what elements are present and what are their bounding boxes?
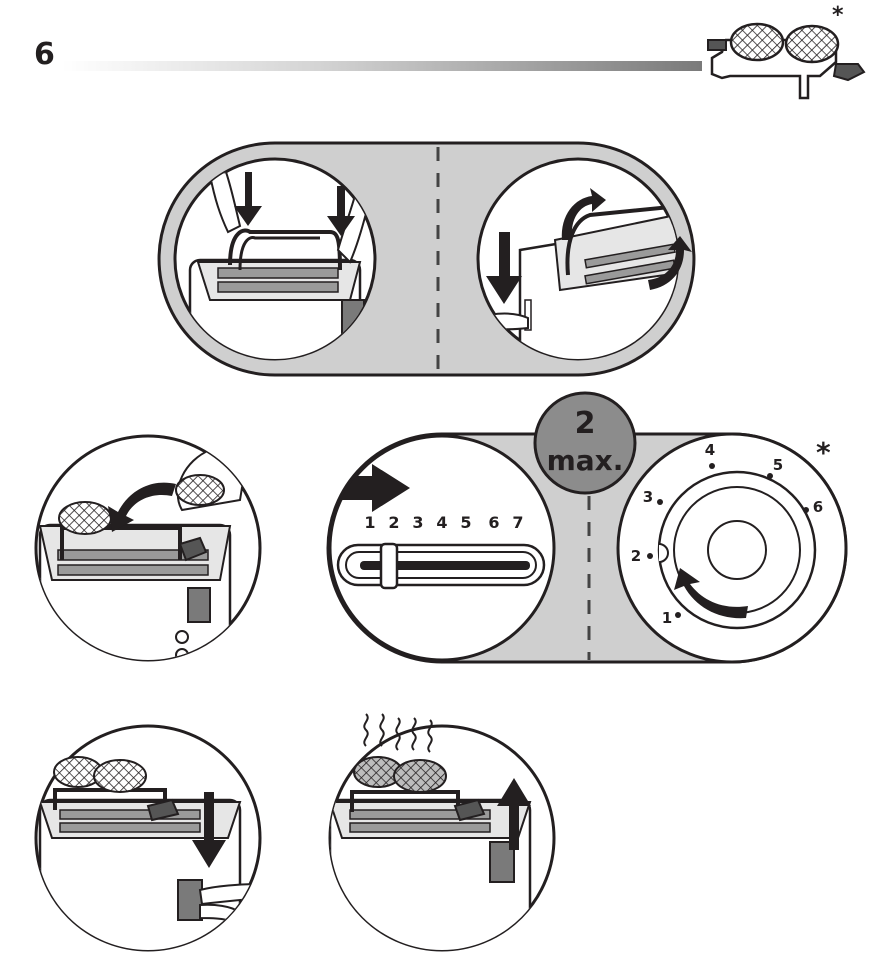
svg-text:2: 2	[388, 513, 399, 532]
browning-slider-knob[interactable]	[381, 544, 397, 588]
svg-text:6: 6	[813, 498, 823, 516]
bun-warmer-accessory-icon	[708, 24, 864, 98]
svg-text:3: 3	[412, 513, 423, 532]
step-toast-ready	[330, 714, 554, 970]
dial-asterisk: *	[816, 436, 831, 469]
accessory-asterisk: *	[832, 3, 844, 28]
svg-text:1: 1	[364, 513, 375, 532]
svg-text:3: 3	[643, 488, 653, 506]
svg-text:6: 6	[488, 513, 499, 532]
max-browning-badge: 2 max.	[535, 393, 635, 493]
step-dial-browning-control: 1 2 3 4 5 6	[618, 434, 846, 662]
step-place-buns	[36, 436, 260, 685]
step-press-lever-down	[36, 726, 262, 970]
svg-text:7: 7	[512, 513, 523, 532]
svg-text:4: 4	[436, 513, 447, 532]
svg-text:2: 2	[631, 547, 641, 565]
max-number: 2	[575, 406, 596, 441]
browning-dial-center	[708, 521, 766, 579]
svg-text:1: 1	[662, 609, 672, 627]
step-slider-browning-control: 1 2 3 4 5 6 7	[330, 436, 554, 660]
svg-text:5: 5	[460, 513, 471, 532]
svg-text:4: 4	[705, 441, 715, 459]
max-unit: max.	[547, 444, 624, 477]
browning-slider-track	[338, 545, 544, 585]
svg-text:5: 5	[773, 456, 783, 474]
